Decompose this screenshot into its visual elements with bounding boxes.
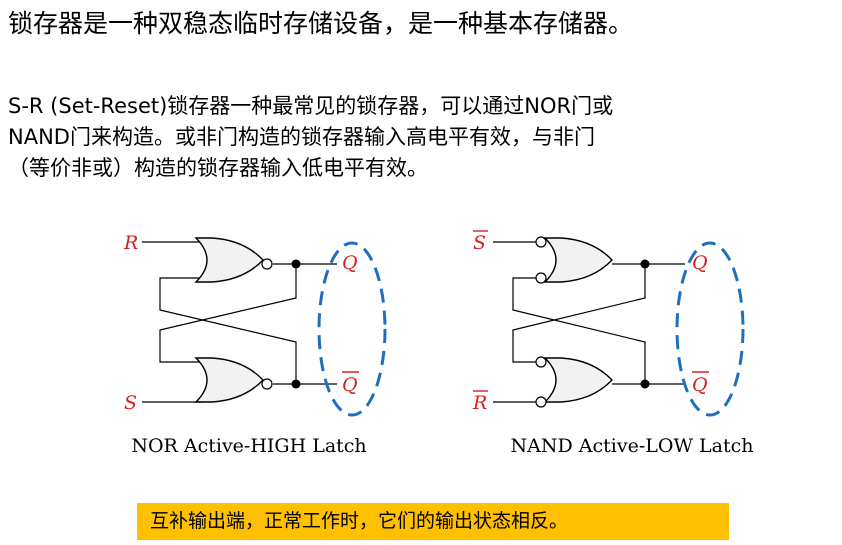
paragraph-line-2: NAND门来构造。或非门构造的锁存器输入高电平有效，与非门	[8, 125, 595, 149]
nand-input-r-bar-label: R	[472, 392, 487, 414]
nor-input-s-label: S	[124, 392, 137, 414]
nor-input-r-label: R	[123, 232, 138, 254]
nor-top-junction-dot	[291, 259, 301, 269]
nor-bottom-junction-dot	[291, 379, 301, 389]
paragraph-line-1: S-R (Set-Reset)锁存器一种最常见的锁存器，可以通过NOR门或	[8, 94, 614, 118]
nor-bottom-inversion-bubble	[261, 378, 273, 390]
nand-latch-caption: NAND Active-LOW Latch	[511, 435, 754, 457]
nand-top-input-bubble-1	[535, 236, 547, 248]
nor-latch-diagram: R S Q Q NOR Active-HIGH Latch	[123, 232, 387, 457]
nand-bottom-junction-dot	[640, 379, 650, 389]
nor-gate-bottom	[195, 357, 264, 403]
paragraph-line-3: （等价非或）构造的锁存器输入低电平有效。	[8, 156, 428, 180]
nand-top-junction-dot	[640, 259, 650, 269]
nor-output-q-label: Q	[342, 252, 358, 274]
nor-output-q-bar-label: Q	[342, 374, 358, 396]
nand-bottom-input-bubble-2	[535, 396, 547, 408]
nand-input-s-bar-label: S	[473, 232, 486, 254]
description-paragraph: S-R (Set-Reset)锁存器一种最常见的锁存器，可以通过NOR门或 NA…	[8, 91, 834, 184]
nor-gate-top	[195, 237, 264, 283]
note-box: 互补输出端，正常工作时，它们的输出状态相反。	[137, 503, 729, 540]
nand-gate-top	[544, 237, 613, 283]
nand-bottom-input-bubble-1	[535, 356, 547, 368]
nand-outputs-highlight-ellipse	[675, 241, 745, 417]
nor-outputs-highlight-ellipse	[317, 241, 387, 417]
nor-latch-wires	[142, 241, 337, 403]
nand-gate-bottom	[544, 357, 613, 403]
nand-top-input-bubble-2	[535, 272, 547, 284]
slide-title: 锁存器是一种双稳态临时存储设备，是一种基本存储器。	[8, 9, 634, 38]
nor-top-inversion-bubble	[261, 258, 273, 270]
nor-latch-caption: NOR Active-HIGH Latch	[131, 435, 366, 457]
nand-output-q-bar-label: Q	[692, 374, 708, 396]
nand-latch-diagram: S R Q Q NAND Active-LOW Latch	[472, 230, 754, 457]
nand-output-q-label: Q	[692, 252, 708, 274]
